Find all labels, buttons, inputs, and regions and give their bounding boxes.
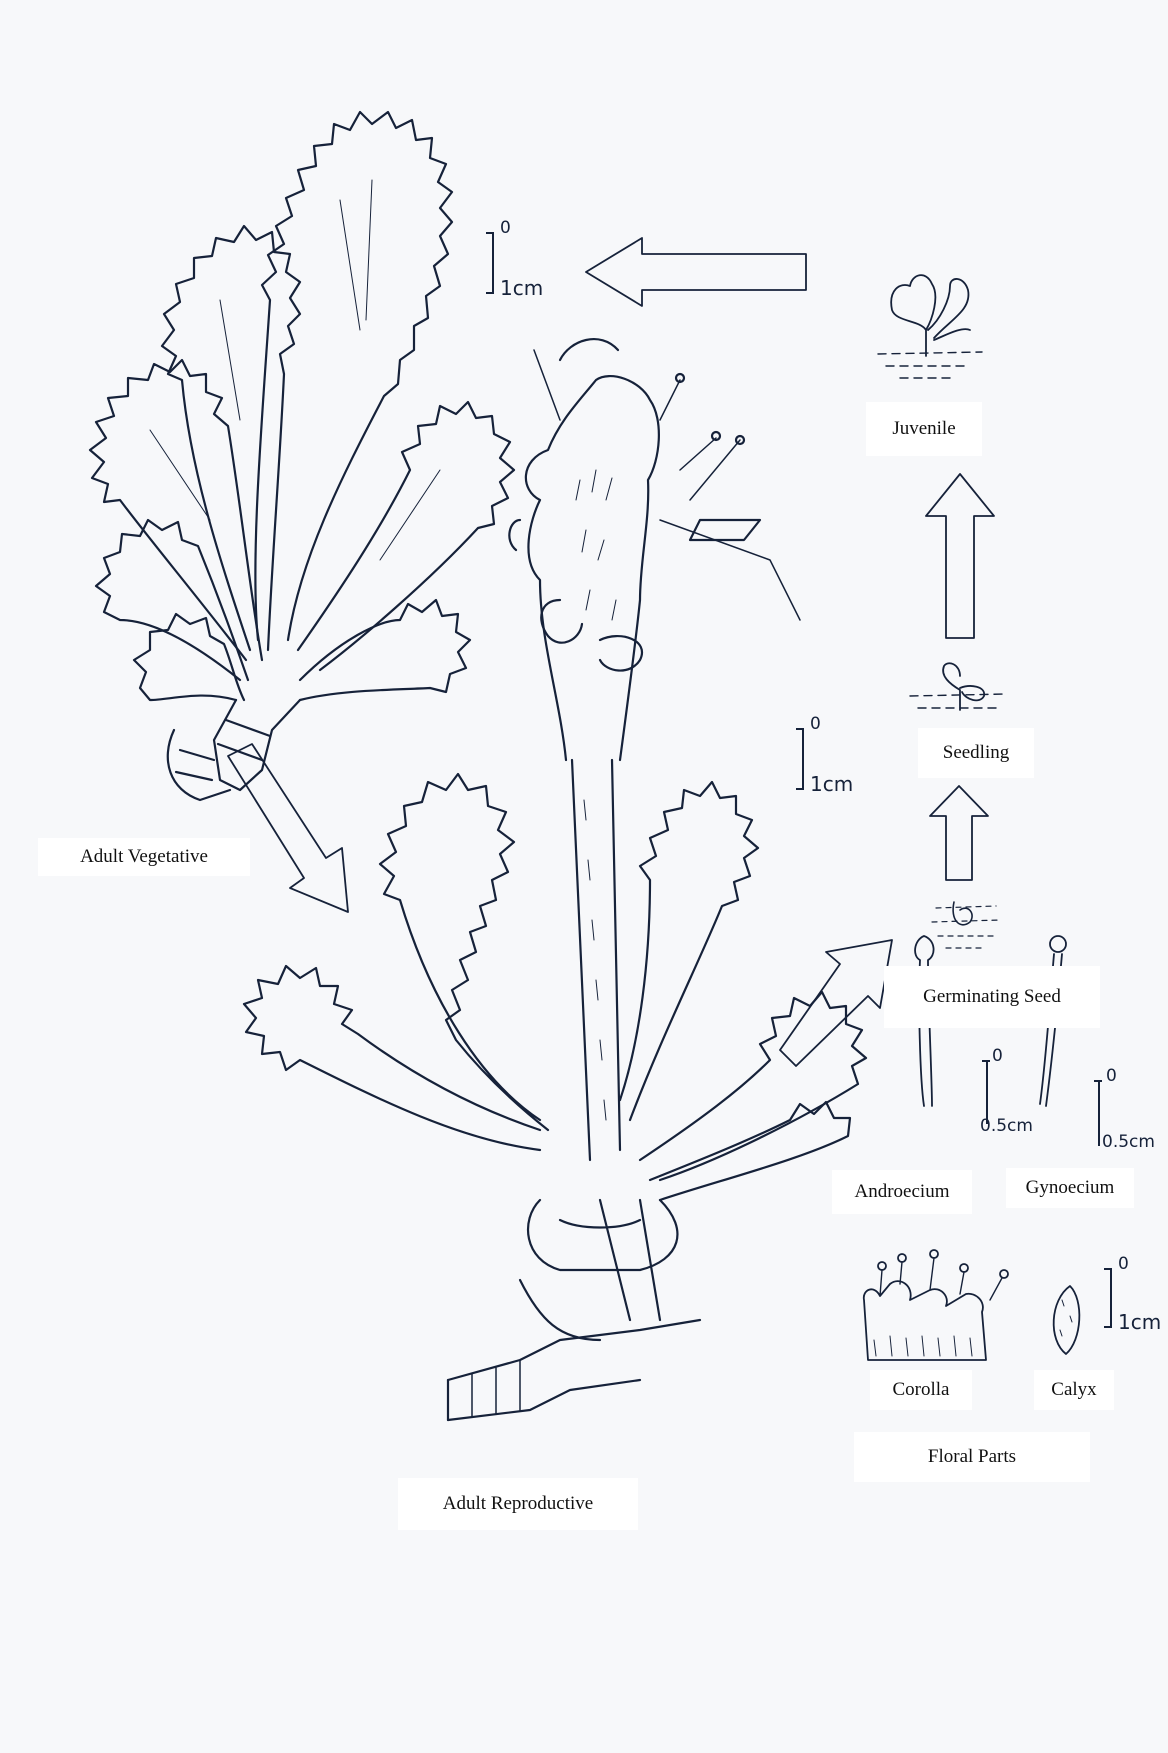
scale-half-cm: 0.5cm (980, 1116, 1033, 1136)
scale-bar-androecium: 0 0.5cm (980, 1046, 1044, 1138)
scale-bar-floral: 0 1cm (1100, 1254, 1166, 1338)
arrow-to-reproductive (228, 744, 348, 912)
seedling-label: Seedling (918, 728, 1034, 778)
seedling-drawing (910, 663, 1006, 710)
adult-reproductive-label: Adult Reproductive (398, 1478, 638, 1530)
scale-one-cm: 1cm (810, 772, 853, 796)
arrow-to-juvenile (926, 474, 994, 638)
adult-reproductive-drawing (244, 339, 866, 1420)
scale-zero: 0 (810, 714, 821, 734)
juvenile-drawing (878, 275, 982, 378)
adult-vegetative-label: Adult Vegetative (38, 838, 250, 876)
juvenile-label: Juvenile (866, 402, 982, 456)
scale-zero: 0 (1118, 1254, 1129, 1274)
corolla-drawing (864, 1250, 1008, 1360)
arrow-to-germinating-seed (780, 940, 892, 1066)
adult-vegetative-drawing (90, 112, 514, 800)
corolla-label: Corolla (870, 1370, 972, 1410)
scale-half-cm: 0.5cm (1102, 1132, 1155, 1152)
androecium-label: Androecium (832, 1170, 972, 1214)
scale-bar-reproductive: 0 1cm (792, 714, 872, 798)
scale-bar-vegetative: 0 1cm (482, 218, 562, 302)
scale-zero: 0 (1106, 1066, 1117, 1086)
arrow-to-seedling (930, 786, 988, 880)
scale-zero: 0 (992, 1046, 1003, 1066)
arrow-to-vegetative (586, 238, 806, 306)
scale-bar-gynoecium: 0 0.5cm (1090, 1066, 1166, 1158)
floral-parts-label: Floral Parts (854, 1432, 1090, 1482)
calyx-drawing (1054, 1286, 1080, 1354)
germinating-seed-drawing (932, 902, 1000, 948)
germinating-seed-label: Germinating Seed (884, 966, 1100, 1028)
gynoecium-label: Gynoecium (1006, 1168, 1134, 1208)
calyx-label: Calyx (1034, 1370, 1114, 1410)
scale-zero: 0 (500, 218, 511, 238)
scale-one-cm: 1cm (500, 276, 543, 300)
scale-one-cm: 1cm (1118, 1310, 1161, 1334)
